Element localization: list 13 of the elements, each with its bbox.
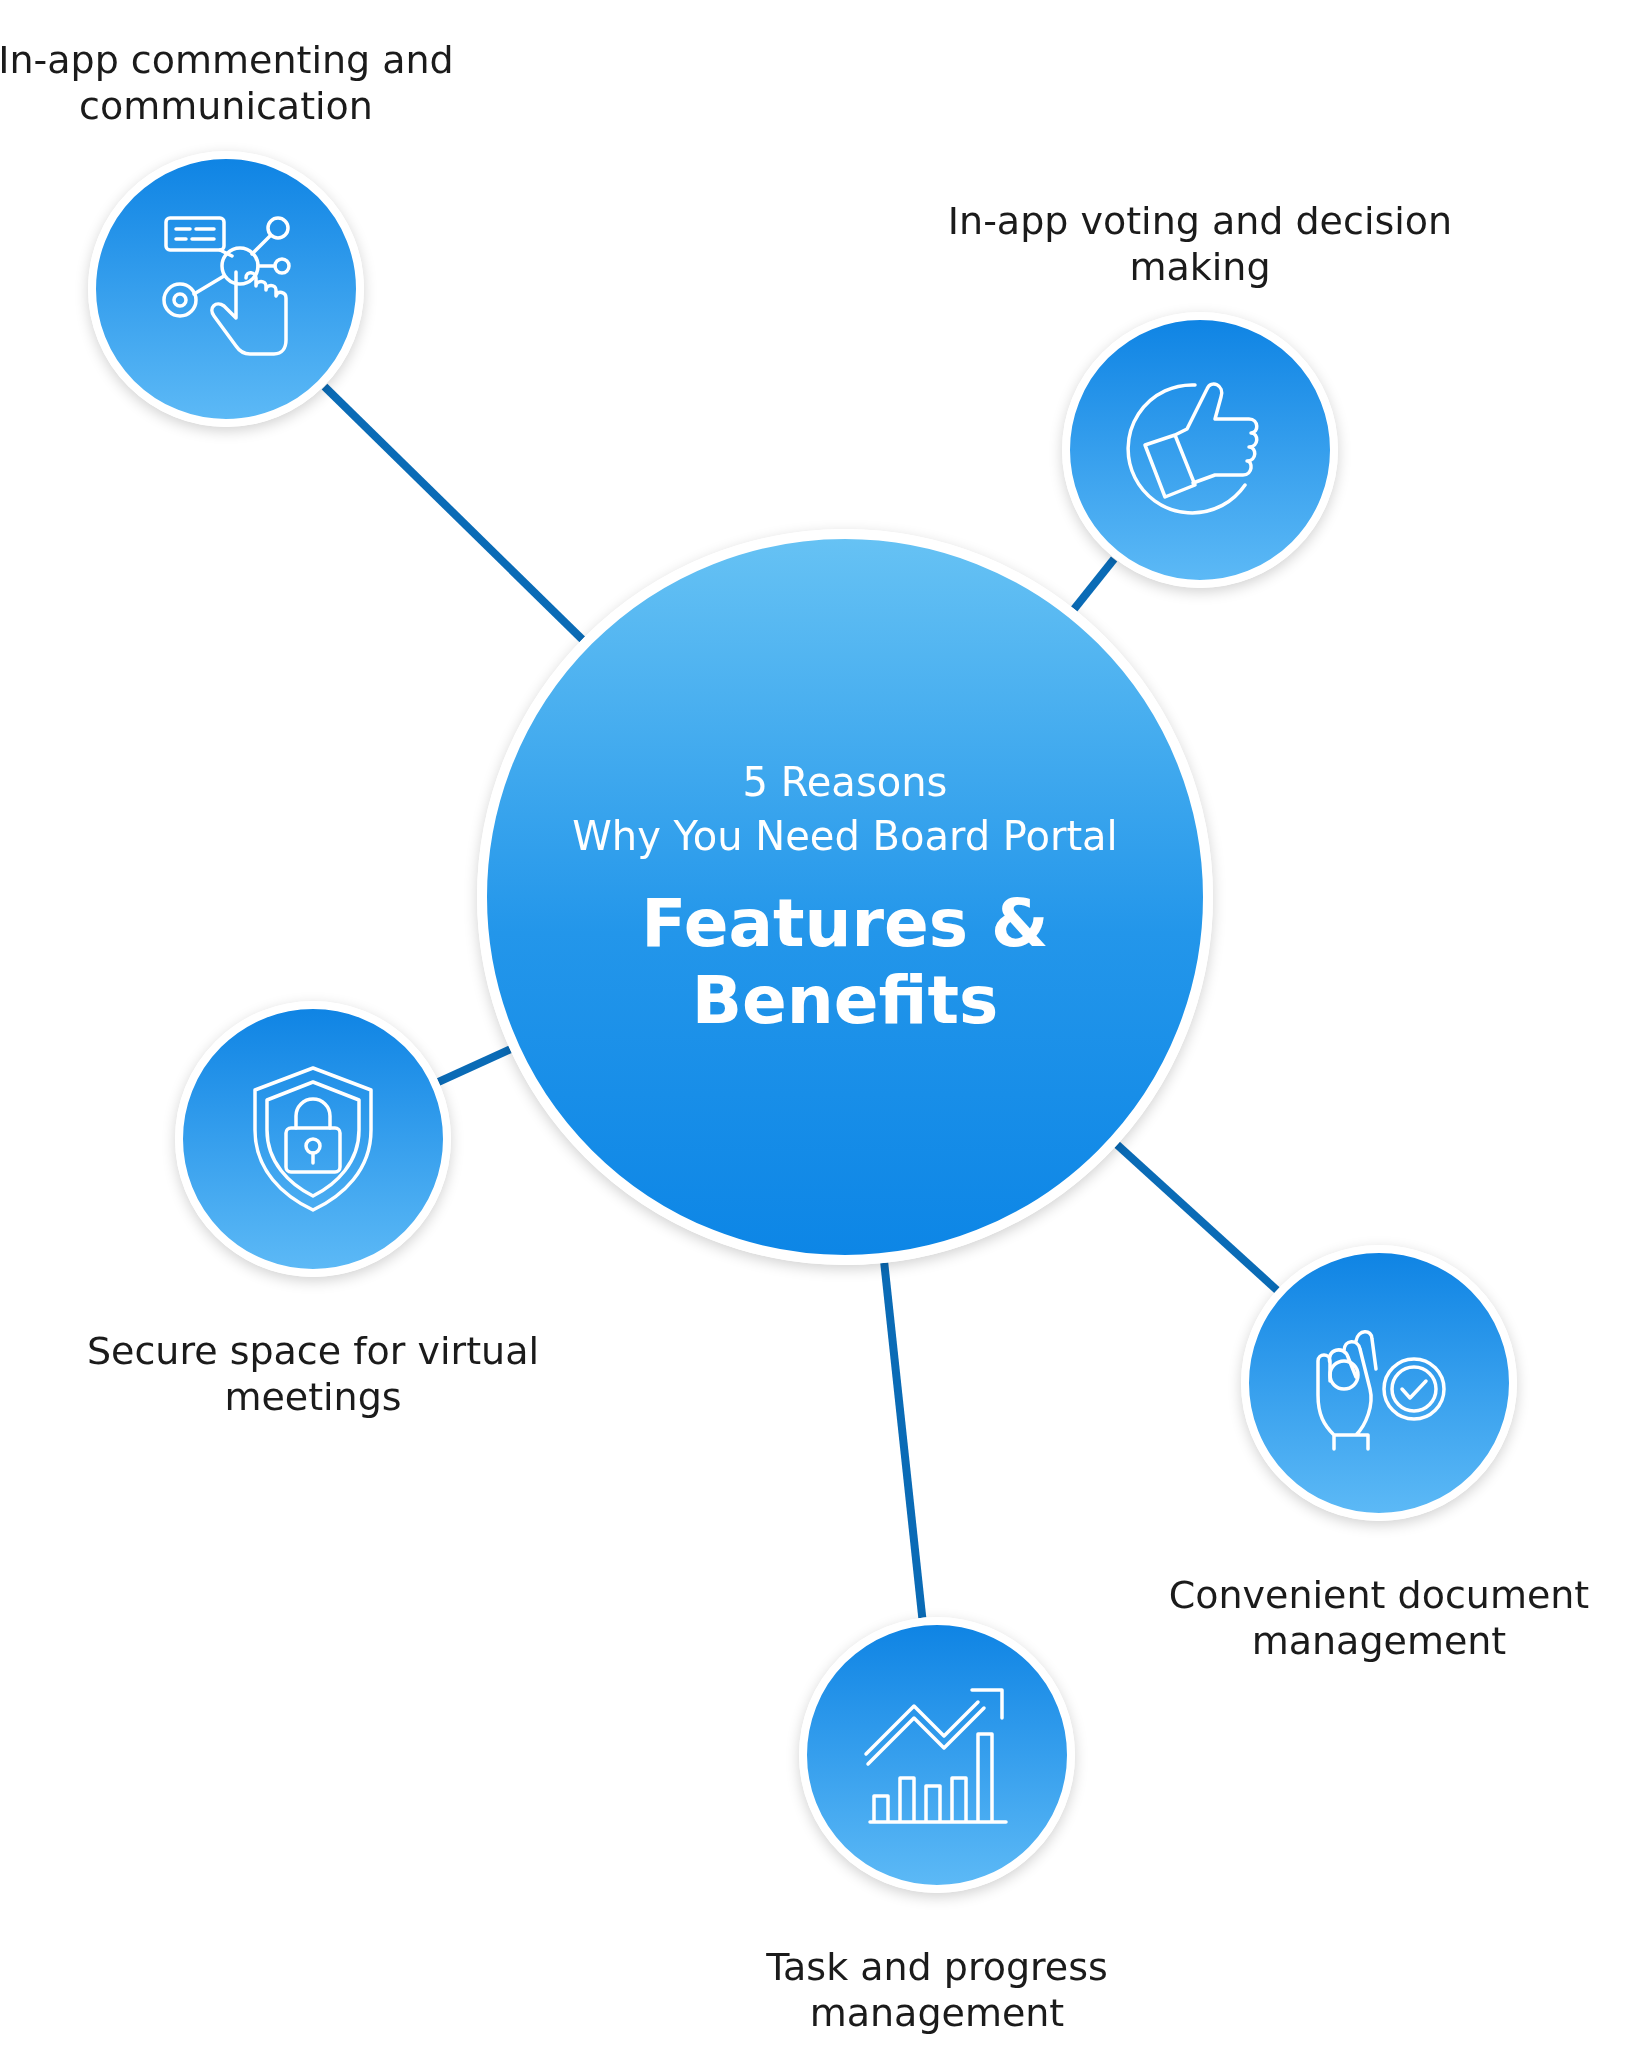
connector-line bbox=[880, 1262, 927, 1619]
feature-label: Task and progress management bbox=[765, 1945, 1109, 2037]
feature-label: In-app voting and decision making bbox=[946, 199, 1454, 291]
subtitle: 5 Reasons bbox=[742, 758, 948, 807]
feature-label: Secure space for virtual meetings bbox=[85, 1329, 541, 1421]
connector-line bbox=[436, 1045, 512, 1086]
subtitle: Why You Need Board Portal bbox=[572, 812, 1118, 861]
feature-label: In-app commenting and communication bbox=[0, 38, 455, 130]
connector-line bbox=[1114, 1141, 1280, 1294]
main-title: Features & Benefits bbox=[640, 885, 1050, 1039]
connector-line bbox=[1071, 556, 1118, 612]
connector-line bbox=[321, 383, 586, 643]
feature-label: Convenient document management bbox=[1167, 1573, 1591, 1665]
